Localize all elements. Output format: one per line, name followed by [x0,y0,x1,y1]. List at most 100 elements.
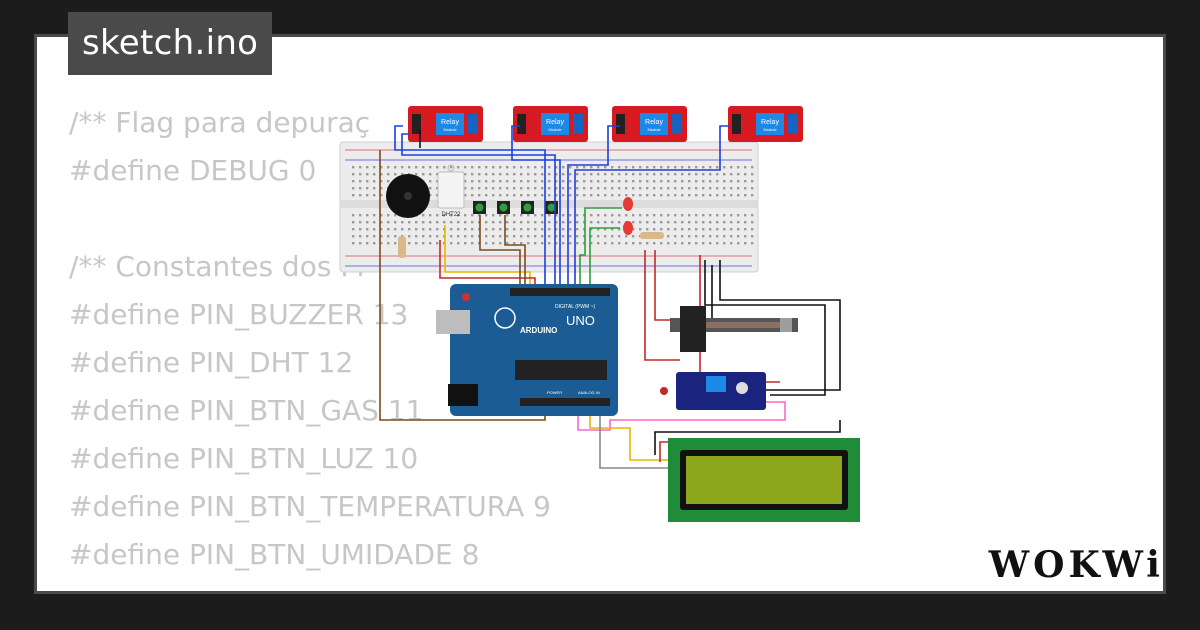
breadboard-hole [366,187,369,190]
breadboard-hole [485,187,488,190]
breadboard-hole [590,235,593,238]
breadboard-hole [562,235,565,238]
breadboard-hole [688,242,691,245]
relay-sublabel: Module [443,127,457,132]
breadboard-hole [408,221,411,224]
breadboard-hole [604,187,607,190]
analog-header-label: ANALOG IN [578,390,600,395]
breadboard-hole [737,235,740,238]
breadboard-hole [359,235,362,238]
breadboard-hole [674,194,677,197]
breadboard-hole [492,214,495,217]
relay-module-1[interactable]: Relay Module [408,106,483,142]
breadboard-hole [653,214,656,217]
breadboard-hole [646,194,649,197]
breadboard-hole [380,166,383,169]
breadboard-hole [590,187,593,190]
breadboard-hole [667,235,670,238]
lcd-display[interactable] [668,438,860,522]
breadboard-hole [471,214,474,217]
breadboard-hole [513,228,516,231]
breadboard-hole [352,194,355,197]
breadboard-hole [744,221,747,224]
breadboard-hole [506,242,509,245]
breadboard-hole [366,242,369,245]
breadboard-hole [422,242,425,245]
breadboard-hole [716,221,719,224]
breadboard-hole [513,221,516,224]
relay-module-4[interactable]: Relay Module [728,106,803,142]
breadboard-hole [513,214,516,217]
breadboard-hole [555,214,558,217]
breadboard-hole [751,187,754,190]
push-button[interactable] [521,201,534,214]
breadboard-hole [681,228,684,231]
breadboard-hole [485,235,488,238]
breadboard-hole [590,173,593,176]
breadboard-hole [751,228,754,231]
breadboard-hole [702,187,705,190]
breadboard-hole [401,221,404,224]
breadboard-hole [583,173,586,176]
breadboard-hole [394,214,397,217]
breadboard-hole [373,180,376,183]
breadboard-hole [457,166,460,169]
breadboard-hole [744,180,747,183]
breadboard-hole [527,180,530,183]
breadboard-hole [751,194,754,197]
push-button[interactable] [473,201,486,214]
light-sensor-module[interactable] [660,372,766,410]
breadboard-hole [604,221,607,224]
push-button[interactable] [497,201,510,214]
breadboard-hole [520,194,523,197]
breadboard-hole [471,173,474,176]
breadboard-hole [695,235,698,238]
relay-module-2[interactable]: Relay Module [513,106,588,142]
breadboard-hole [590,166,593,169]
breadboard-hole [499,187,502,190]
relay-module-3[interactable]: Relay Module [612,106,687,142]
code-line: #define PIN_BUZZER 13 [69,298,409,331]
push-button[interactable] [545,201,558,214]
breadboard-hole [555,180,558,183]
breadboard-hole [660,173,663,176]
breadboard-hole [422,221,425,224]
breadboard-hole [653,228,656,231]
breadboard-hole [681,235,684,238]
breadboard-hole [436,194,439,197]
breadboard-hole [478,187,481,190]
breadboard-hole [569,180,572,183]
breadboard-hole [597,187,600,190]
breadboard-hole [709,242,712,245]
breadboard-hole [506,235,509,238]
breadboard-hole [723,187,726,190]
buzzer[interactable] [386,174,430,218]
breadboard-hole [625,173,628,176]
breadboard-hole [541,221,544,224]
breadboard-hole [674,187,677,190]
breadboard-hole [667,221,670,224]
arduino-uno-board[interactable]: DIGITAL (PWM ~) ARDUINO UNO POWER ANALOG… [436,284,618,416]
breadboard-hole [681,180,684,183]
breadboard-hole [681,173,684,176]
breadboard-hole [737,228,740,231]
breadboard-hole [716,166,719,169]
breadboard-hole [751,235,754,238]
breadboard-hole [562,187,565,190]
breadboard-hole [366,180,369,183]
breadboard-hole [429,180,432,183]
breadboard-hole [366,221,369,224]
slide-potentiometer[interactable] [670,306,798,352]
dht22-sensor[interactable]: DHT22 [437,164,465,218]
breadboard-hole [695,228,698,231]
breadboard-hole [639,228,642,231]
wokwi-logo: WOKWi [988,544,1164,586]
breadboard-hole [492,166,495,169]
breadboard-hole [499,173,502,176]
breadboard-hole [527,166,530,169]
breadboard-hole [471,187,474,190]
breadboard-hole [702,242,705,245]
breadboard-hole [464,187,467,190]
file-tab[interactable]: sketch.ino [68,12,273,75]
breadboard-hole [618,166,621,169]
